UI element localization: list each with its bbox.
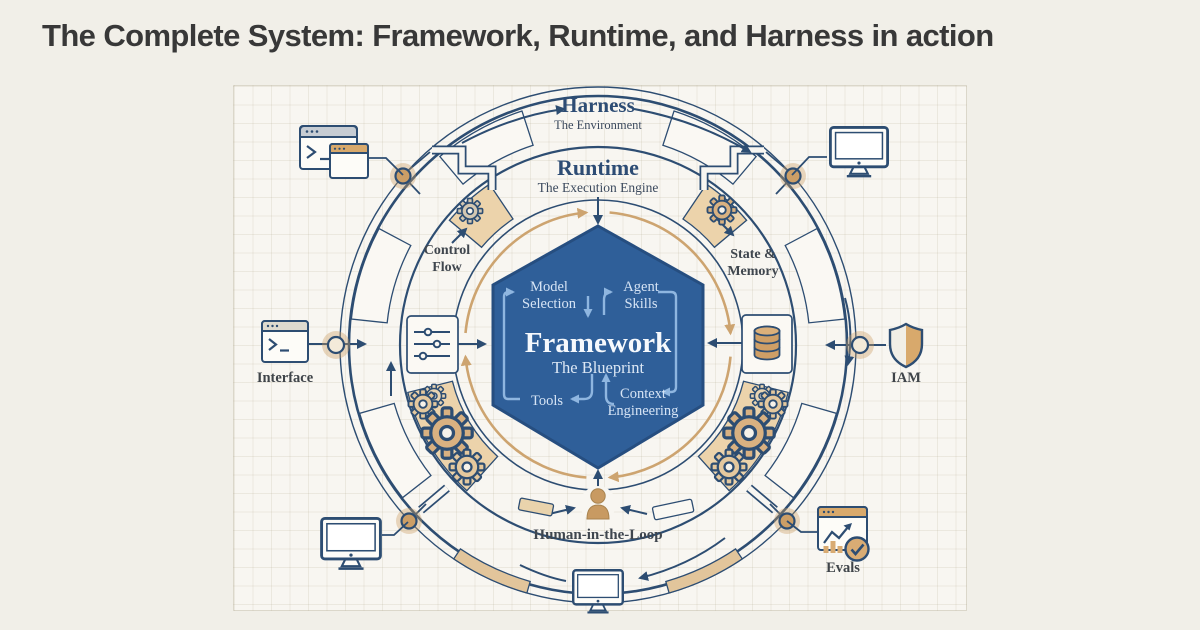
ring-segment <box>764 402 838 499</box>
state-memory-label: State & <box>730 247 776 262</box>
control-flow-label2: Flow <box>432 260 462 275</box>
sliders-icon <box>414 327 450 361</box>
hex-label-agent: Agent <box>623 279 658 295</box>
runtime-label: Runtime <box>557 155 639 180</box>
runtime-sublabel: The Execution Engine <box>538 180 659 195</box>
runtime-cycle-arrows <box>460 207 736 483</box>
terminal-interface-icon <box>261 320 309 363</box>
ring-segment <box>784 227 846 324</box>
hex-label-context: Context <box>620 386 666 402</box>
check-icon <box>844 536 870 562</box>
chart-icon <box>823 523 852 553</box>
hexagon-cycle-arrows <box>502 287 678 406</box>
control-flow-label: Control <box>424 243 471 258</box>
page-title: The Complete System: Framework, Runtime,… <box>42 18 994 53</box>
icon-connectors <box>369 156 827 536</box>
ring-segment <box>358 402 432 499</box>
hex-label-skills: Skills <box>624 296 657 312</box>
hex-label-selection: Selection <box>522 296 577 312</box>
ring-plate <box>517 497 555 517</box>
node-dot <box>390 163 416 189</box>
ring-segment <box>452 548 531 594</box>
hitl-label: Human-in-the-Loop <box>533 527 662 543</box>
circuit-traces <box>402 145 794 522</box>
hex-label-model: Model <box>530 279 568 295</box>
iam-label: IAM <box>891 370 921 386</box>
shield-icon <box>888 322 924 369</box>
node-dot <box>780 163 806 189</box>
interface-label: Interface <box>257 370 314 386</box>
ring-segment <box>350 227 412 324</box>
gear-icon <box>448 448 486 486</box>
evals-label: Evals <box>826 560 860 576</box>
database-icon <box>753 325 781 361</box>
person-icon <box>586 488 610 520</box>
monitor-icon <box>829 126 889 178</box>
human-in-the-loop <box>580 486 616 522</box>
harness-sublabel: The Environment <box>554 118 642 132</box>
monitor-icon <box>320 516 382 571</box>
ring-segment <box>448 183 514 249</box>
hexagon-subtitle: The Blueprint <box>552 358 645 377</box>
ring-segment <box>665 548 744 594</box>
hex-label-tools: Tools <box>531 393 563 409</box>
gear-icon <box>710 448 748 486</box>
node-dot <box>846 331 874 359</box>
database-station <box>741 314 793 374</box>
gear-icon <box>456 197 484 225</box>
ring-plate <box>651 498 695 521</box>
state-memory-label2: Memory <box>727 264 778 279</box>
node-dot <box>322 331 350 359</box>
terminal-windows-icon <box>299 125 369 179</box>
gear-icon <box>706 194 738 226</box>
hexagon-title: Framework <box>525 327 672 359</box>
evals-report-icon <box>817 506 870 562</box>
harness-label: Harness <box>561 93 635 117</box>
hex-label-engineering: Engineering <box>608 403 679 419</box>
sliders-station <box>406 315 459 374</box>
framework-hexagon: Model Selection Agent Skills Framework T… <box>491 224 705 470</box>
monitor-icon <box>572 569 624 614</box>
